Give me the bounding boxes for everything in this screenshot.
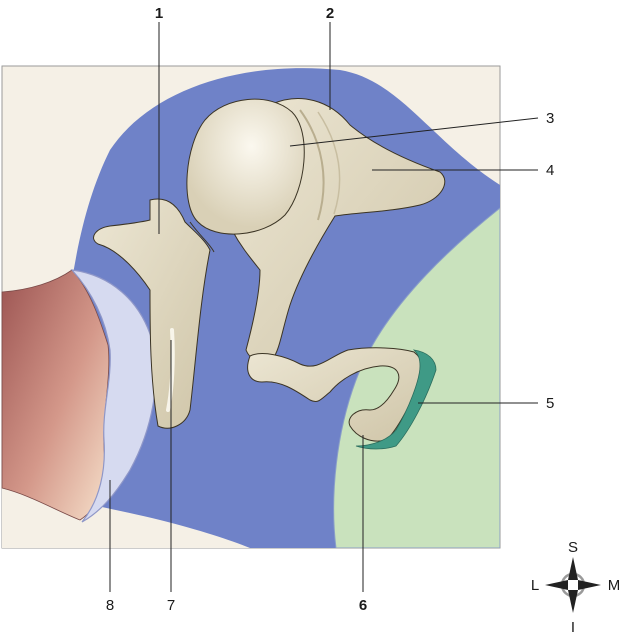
compass-east-arrow (578, 580, 601, 590)
label-6: 6 (359, 597, 367, 614)
label-7: 7 (167, 597, 175, 614)
external-auditory-canal (2, 270, 109, 520)
compass-west-arrow (545, 580, 568, 590)
compass-i: I (571, 619, 575, 636)
label-4: 4 (546, 162, 554, 179)
compass-s: S (568, 539, 578, 556)
compass-rose: S I L M (531, 539, 620, 636)
compass-m: M (608, 577, 621, 594)
label-3: 3 (546, 110, 554, 127)
label-1: 1 (155, 5, 163, 22)
label-5: 5 (546, 395, 554, 412)
compass-south-arrow (568, 590, 578, 613)
compass-north-arrow (568, 557, 578, 580)
label-8: 8 (106, 597, 114, 614)
compass-l: L (531, 577, 539, 594)
label-2: 2 (326, 5, 334, 22)
